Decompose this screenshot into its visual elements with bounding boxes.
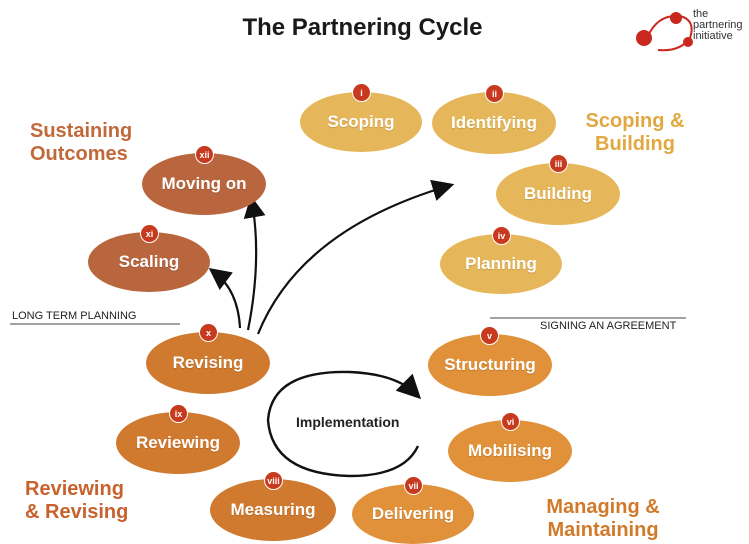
stage-scoping: Scoping xyxy=(300,92,422,152)
phase-scoping-building: Scoping & Building xyxy=(585,110,685,155)
partnering-initiative-logo xyxy=(636,12,693,52)
stage-number-badge: xii xyxy=(195,145,214,164)
arrow-to-scaling xyxy=(208,268,242,329)
stage-number-badge: v xyxy=(480,326,499,345)
stage-number-badge: iv xyxy=(492,226,511,245)
phase-managing-maintaining: Managing & Maintaining xyxy=(546,496,660,541)
arrow-to-scoping xyxy=(256,179,455,335)
implementation-loop-arrow xyxy=(266,370,422,478)
stage-revising: Revising xyxy=(146,332,270,394)
stage-number-badge: x xyxy=(199,323,218,342)
stage-number-badge: xi xyxy=(140,224,159,243)
arrow-to-moving-on xyxy=(243,195,266,331)
stage-number-badge: i xyxy=(352,83,371,102)
stage-mobilising: Mobilising xyxy=(448,420,572,482)
page-title: The Partnering Cycle xyxy=(242,14,483,41)
stage-building: Building xyxy=(496,163,620,225)
signing-agreement-label: SIGNING AN AGREEMENT xyxy=(540,320,677,332)
logo-text: the partnering initiative xyxy=(693,8,743,42)
stage-number-badge: vii xyxy=(404,476,423,495)
stage-structuring: Structuring xyxy=(428,334,552,396)
phase-reviewing-revising: Reviewing & Revising xyxy=(25,478,129,523)
stage-number-badge: ix xyxy=(169,404,188,423)
implementation-label: Implementation xyxy=(296,414,400,430)
long-term-planning-label: LONG TERM PLANNING xyxy=(12,310,137,322)
stage-number-badge: ii xyxy=(485,84,504,103)
stage-number-badge: viii xyxy=(264,471,283,490)
phase-sustaining-outcomes: Sustaining Outcomes xyxy=(30,120,133,165)
stage-number-badge: vi xyxy=(501,412,520,431)
stage-number-badge: iii xyxy=(549,154,568,173)
